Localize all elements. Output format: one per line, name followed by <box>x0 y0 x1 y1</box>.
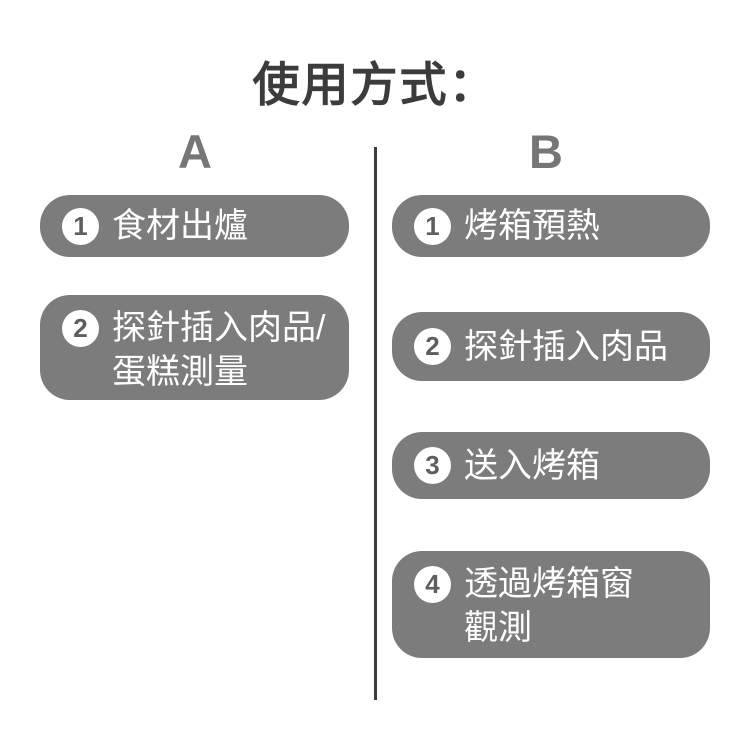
step-pill-b3: 3 送入烤箱 <box>392 432 710 499</box>
step-number-badge: 4 <box>414 566 451 603</box>
step-pill-a1: 1 食材出爐 <box>40 195 349 257</box>
step-text: 食材出爐 <box>112 204 248 248</box>
step-number-badge: 2 <box>414 328 451 365</box>
step-text: 送入烤箱 <box>464 444 600 488</box>
step-text-line: 探針插入肉品/ <box>112 309 326 347</box>
step-pill-b4: 4 透過烤箱窗 觀測 <box>392 551 710 658</box>
step-text-line: 觀測 <box>464 609 532 647</box>
column-a-label: A <box>178 125 212 178</box>
step-pill-b1: 1 烤箱預熱 <box>392 195 710 257</box>
step-text: 烤箱預熱 <box>464 204 600 248</box>
step-pill-b2: 2 探針插入肉品 <box>392 312 710 381</box>
step-text: 透過烤箱窗 觀測 <box>464 562 634 650</box>
step-text-line: 探針插入肉品 <box>464 327 668 366</box>
step-pill-a2: 2 探針插入肉品/ 蛋糕測量 <box>40 295 349 400</box>
step-text-line: 透過烤箱窗 <box>464 565 634 603</box>
step-text-line: 烤箱預熱 <box>464 207 600 245</box>
step-text: 探針插入肉品 <box>464 325 668 369</box>
column-b-label: B <box>529 125 563 178</box>
step-number-badge: 1 <box>62 207 99 245</box>
step-number-badge: 3 <box>414 447 451 484</box>
step-text-line: 蛋糕測量 <box>112 353 248 391</box>
step-number-badge: 1 <box>414 207 451 245</box>
step-number-badge: 2 <box>62 310 99 347</box>
step-text-line: 送入烤箱 <box>464 446 600 485</box>
step-text-line: 食材出爐 <box>112 207 248 245</box>
step-text: 探針插入肉品/ 蛋糕測量 <box>112 306 325 394</box>
column-divider-line <box>374 147 377 700</box>
page-title: 使用方式： <box>252 58 498 111</box>
